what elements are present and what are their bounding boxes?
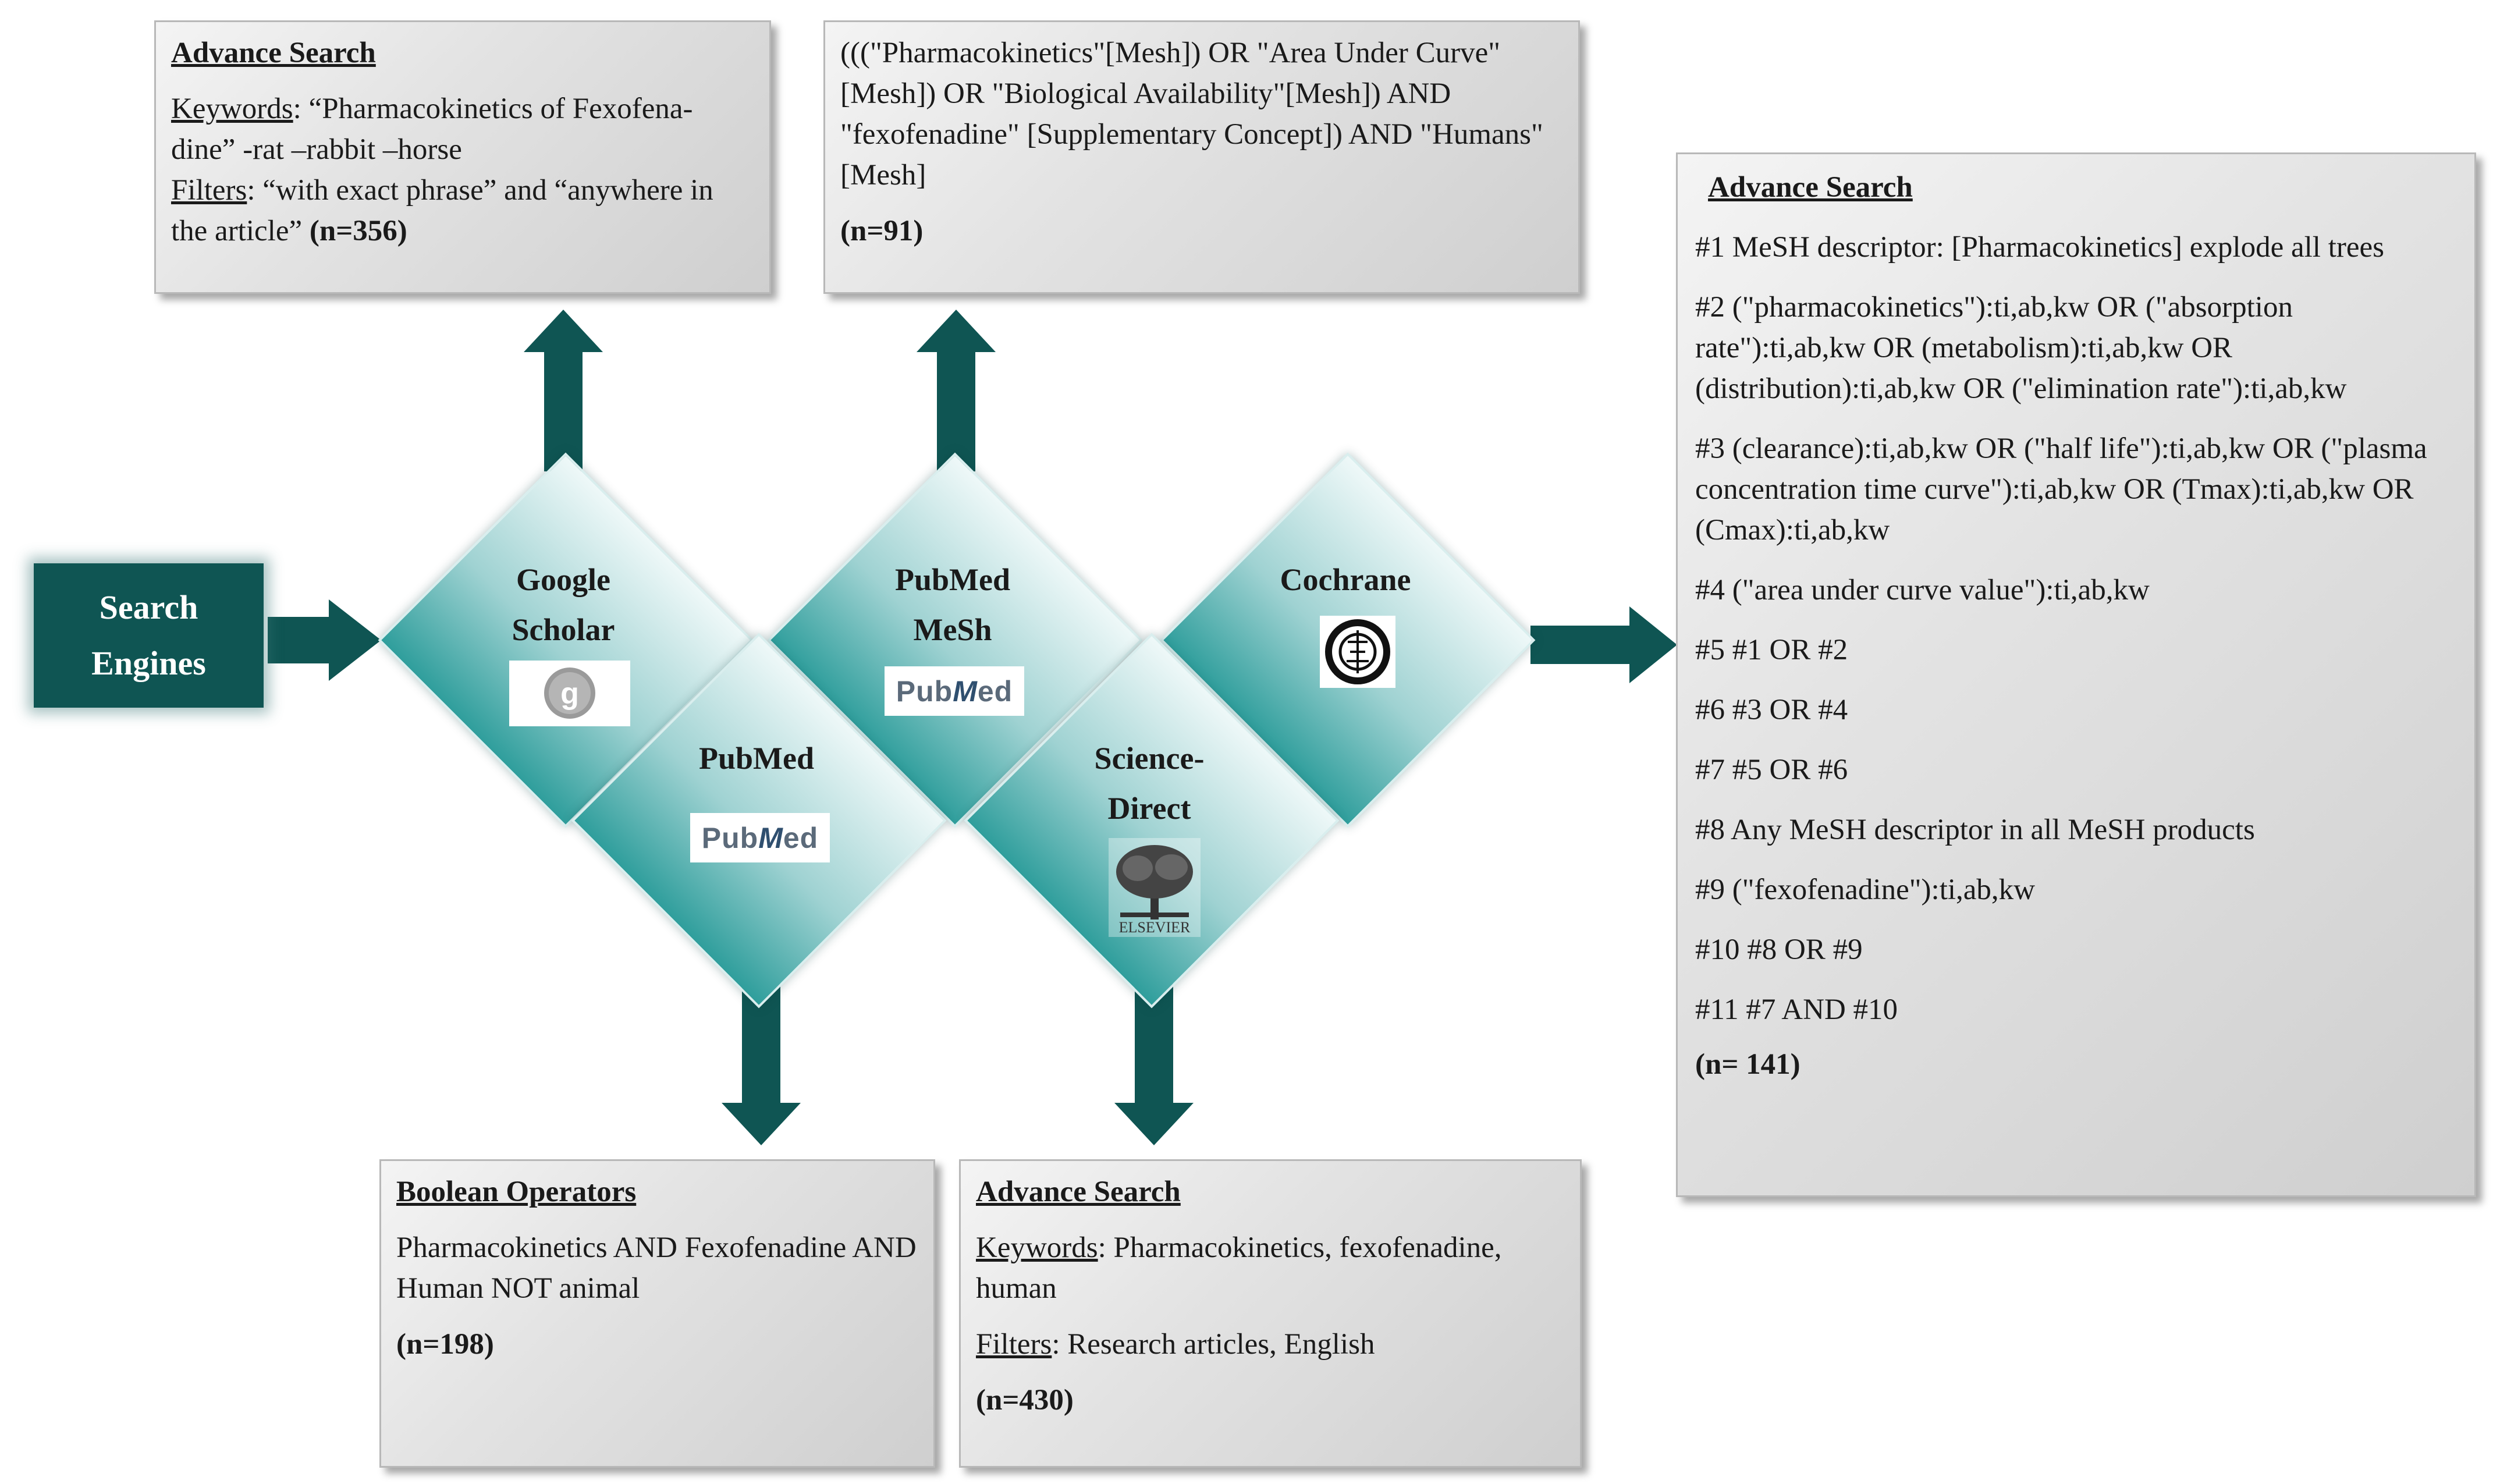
arrow-up-pubmed-mesh (917, 310, 996, 471)
box-sciencedirect: Advance Search Keywords: Pharmacokinetic… (959, 1159, 1582, 1468)
search-engines-node: Search Engines (34, 563, 264, 708)
label-pubmed: PubMed (698, 741, 815, 776)
box-cochrane-heading: Advance Search (1708, 171, 1913, 204)
box-pubmed-heading: Boolean Operators (396, 1176, 637, 1208)
cochrane-line: #7 #5 OR #6 (1695, 754, 1848, 786)
cochrane-line: #8 Any MeSH descriptor in all MeSH produ… (1695, 814, 2255, 846)
cochrane-line: #2 ("pharmacokinetics"):ti,ab,kw OR ("ab… (1695, 291, 2347, 405)
cochrane-line: #6 #3 OR #4 (1695, 694, 1848, 726)
box-sciencedirect-count: (n=430) (976, 1384, 1074, 1416)
box-pubmed-text: Pharmacokinetics AND Fexofenadine AND Hu… (396, 1231, 917, 1305)
label-google-scholar: Google Scholar (512, 562, 615, 647)
box-google-scholar: Advance Search Keywords: “Pharmacokineti… (154, 20, 771, 294)
elsevier-logo: ELSEVIER (1109, 838, 1201, 937)
box-pubmed-mesh-query: ((("Pharmacokinetics"[Mesh]) OR "Area Un… (840, 37, 1543, 191)
arrow-down-sciencedirect (1114, 984, 1194, 1145)
box-pubmed: Boolean Operators Pharmacokinetics AND F… (379, 1159, 935, 1468)
box-pubmed-mesh: ((("Pharmacokinetics"[Mesh]) OR "Area Un… (823, 20, 1580, 294)
arrow-up-google-scholar (524, 310, 603, 471)
google-scholar-logo: g (509, 661, 630, 726)
search-engines-line1: Search (99, 588, 198, 626)
box-sciencedirect-heading: Advance Search (976, 1176, 1181, 1208)
svg-text:g: g (560, 677, 579, 711)
cochrane-line: #11 #7 AND #10 (1695, 993, 1898, 1026)
label-sciencedirect: Science- Direct (1094, 741, 1205, 826)
box-pubmed-count: (n=198) (396, 1328, 494, 1361)
box-sciencedirect-filters: Filters: Research articles, English (976, 1328, 1375, 1361)
box-google-scholar-count: (n=356) (309, 215, 407, 247)
cochrane-line: #10 #8 OR #9 (1695, 933, 1863, 966)
label-cochrane: Cochrane (1280, 562, 1411, 597)
cochrane-line: #5 #1 OR #2 (1695, 634, 1848, 666)
box-cochrane: Advance Search #1 MeSH descriptor: [Phar… (1676, 152, 2476, 1197)
box-google-scholar-keywords: Keywords: “Pharmacokinetics of Fexofena-… (171, 93, 693, 166)
cochrane-logo (1320, 616, 1395, 688)
elsevier-logo-text: ELSEVIER (1119, 919, 1191, 936)
cochrane-search-lines: #1 MeSH descriptor: [Pharmacokinetics] e… (1695, 227, 2460, 1030)
arrow-right-cochrane (1530, 606, 1677, 683)
arrow-to-diamonds (268, 599, 381, 681)
box-sciencedirect-keywords: Keywords: Pharmacokinetics, fexofenadine… (976, 1231, 1502, 1305)
box-google-scholar-filters: Filters: “with exact phrase” and “anywhe… (171, 174, 713, 247)
arrow-down-pubmed (722, 984, 801, 1145)
box-pubmed-mesh-count: (n=91) (840, 215, 924, 247)
cochrane-line: #9 ("fexofenadine"):ti,ab,kw (1695, 874, 2036, 906)
cochrane-line: #1 MeSH descriptor: [Pharmacokinetics] e… (1695, 231, 2384, 264)
cochrane-line: #3 (clearance):ti,ab,kw OR ("half life")… (1695, 432, 2427, 546)
cochrane-line: #4 ("area under curve value"):ti,ab,kw (1695, 574, 2150, 606)
label-pubmed-mesh: PubMed MeSh (894, 562, 1011, 647)
search-engines-line2: Engines (91, 644, 206, 682)
box-google-scholar-heading: Advance Search (171, 37, 376, 69)
box-cochrane-count: (n= 141) (1695, 1048, 1801, 1081)
